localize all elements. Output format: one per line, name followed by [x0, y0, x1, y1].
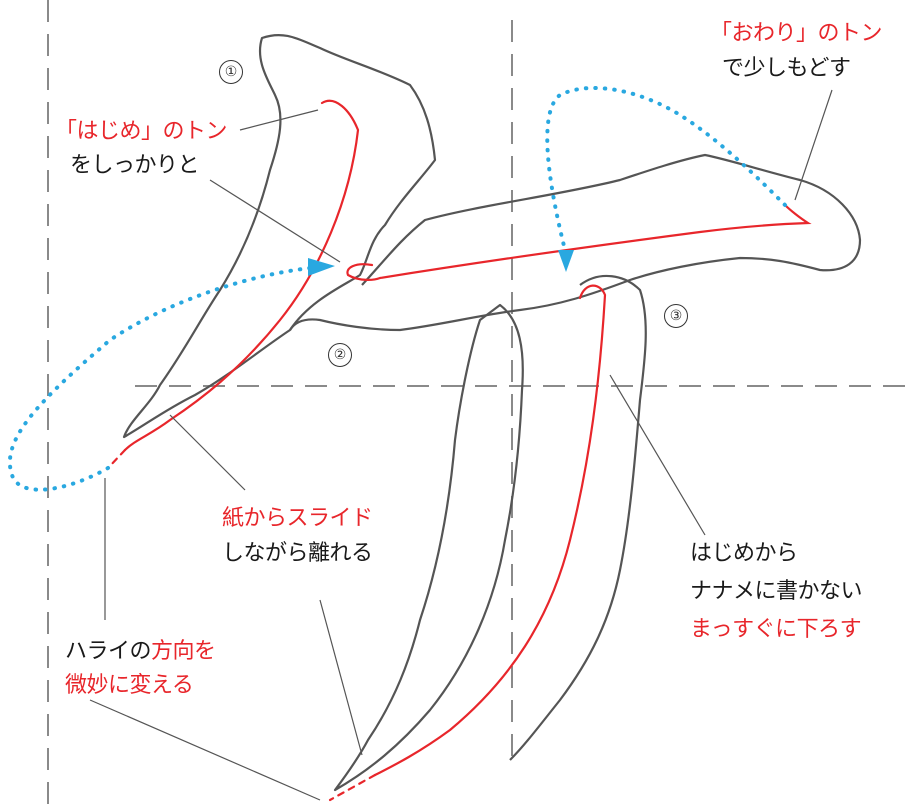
annotation-vertical-line-2: ナナメに書かない — [690, 579, 863, 604]
annotation-vertical-line-1: はじめから — [690, 541, 798, 566]
annotation-start-ton-text: をしっかりと — [70, 153, 200, 178]
stroke-1-path — [123, 99, 360, 452]
annotation-end-ton-text: で少しもどす — [722, 56, 851, 81]
stroke-1-exit-dash — [106, 448, 127, 470]
stroke-3-outline — [333, 303, 524, 792]
leader-stroke-1 — [239, 109, 319, 131]
blue-guide-to-stroke-3 — [545, 85, 787, 252]
stroke-3-path — [373, 284, 607, 777]
annotation-harai-line-1: ハライの方向を — [65, 638, 216, 666]
stroke-number-2: ② — [328, 343, 352, 367]
leader-end-ton — [794, 89, 833, 201]
annotation-start-ton-highlight: 「はじめ」のトン — [55, 119, 228, 144]
annotation-vertical-highlight: まっすぐに下ろす — [690, 617, 862, 642]
stroke-number-1: ① — [219, 60, 243, 84]
annotation-end-ton-highlight: 「おわり」のトン — [710, 21, 883, 46]
annotation-harai-highlight-b: 微妙に変える — [65, 673, 194, 698]
blue-guide-to-stroke-2 — [7, 266, 312, 492]
annotation-harai-highlight-a: 方向を — [151, 639, 216, 664]
annotation-harai-text: ハライの — [65, 639, 152, 664]
leader-harai-2 — [89, 699, 321, 801]
annotation-slide-highlight: 紙からスライド — [222, 506, 373, 531]
stroke-3-exit-dash — [328, 773, 377, 802]
stroke-3-outline-right — [509, 274, 647, 761]
annotation-slide-text: しながら離れる — [222, 541, 373, 566]
leader-slide — [169, 414, 246, 491]
leader-slide-2 — [319, 599, 363, 756]
stroke-1-outline — [122, 33, 437, 439]
stroke-2-outline — [289, 153, 862, 332]
stroke-number-3: ③ — [664, 304, 688, 328]
leader-vertical — [609, 374, 706, 536]
stroke-2-path — [346, 203, 812, 281]
leader-start-ton — [209, 179, 341, 263]
blue-arrowhead-1 — [308, 258, 335, 276]
blue-arrowhead-2 — [558, 250, 574, 272]
